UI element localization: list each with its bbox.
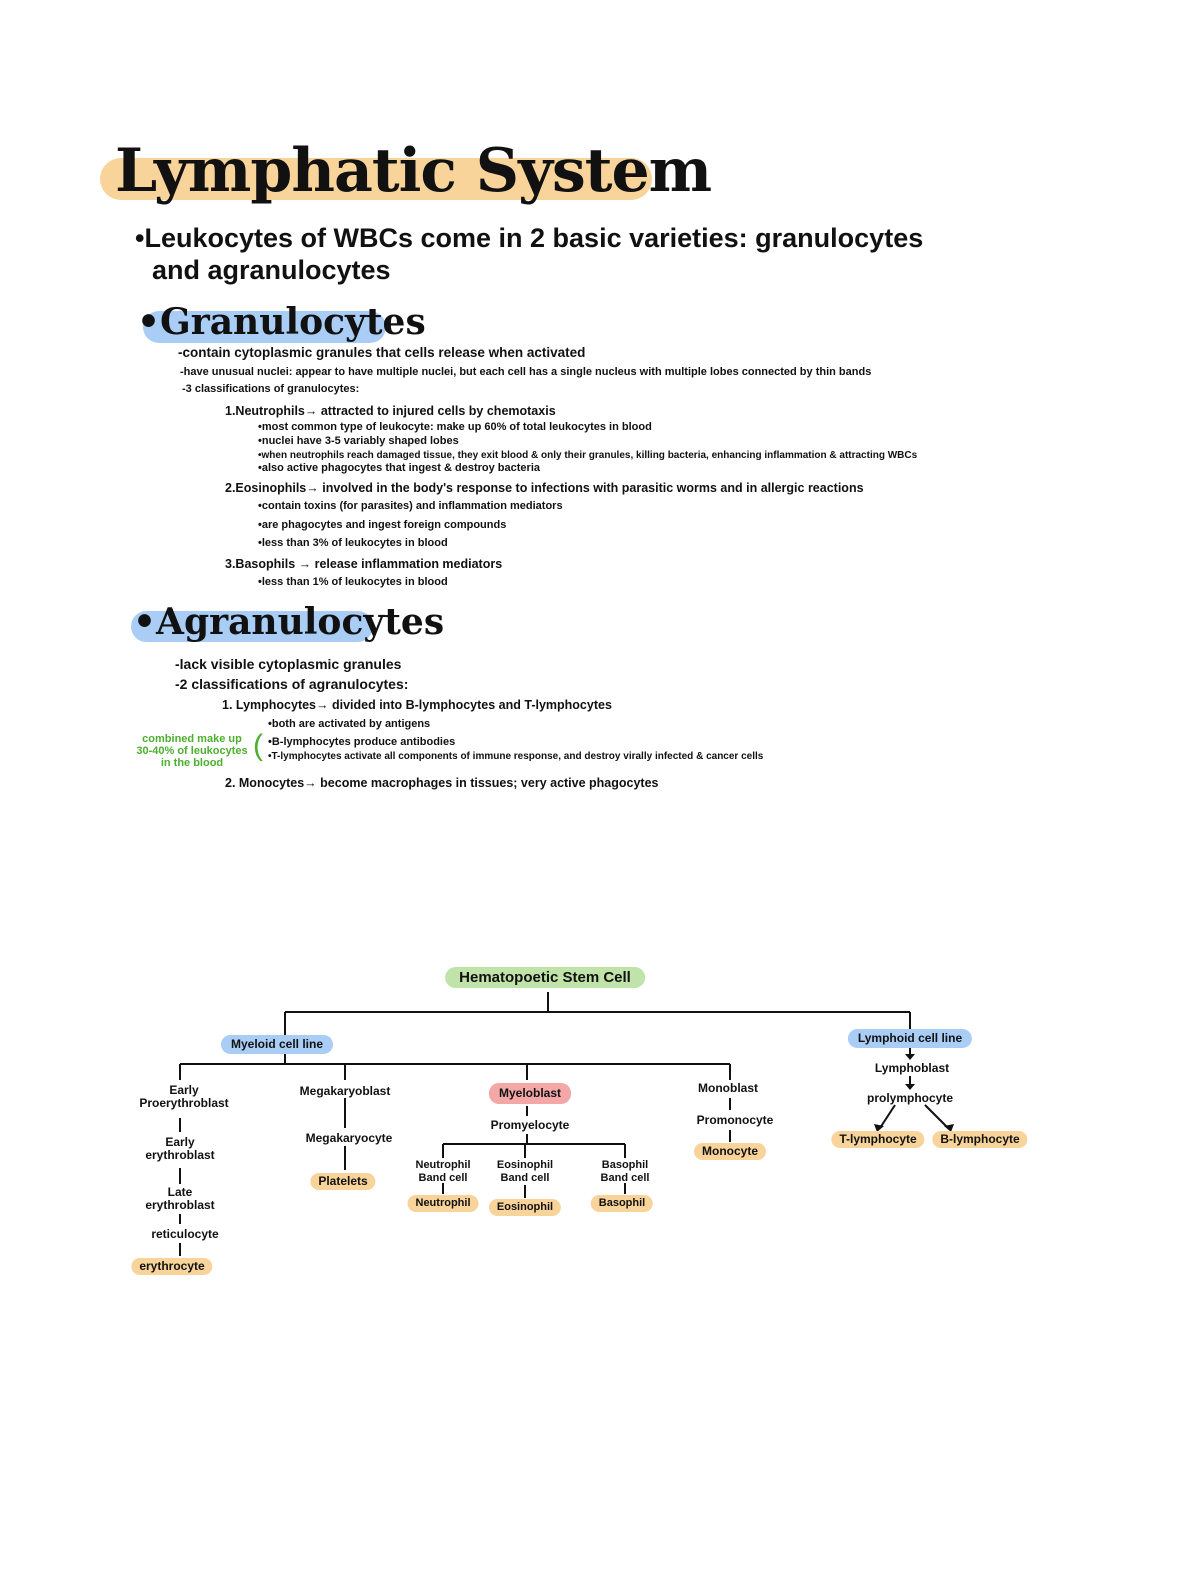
section-title-agranulocytes: •Agranulocytes xyxy=(133,601,445,643)
agranulocyte-point-1: -lack visible cytoplasmic granules xyxy=(175,656,402,672)
node-basophil: Basophil xyxy=(590,1195,654,1212)
lymphocytes-detail-1: •both are activated by antigens xyxy=(268,718,431,730)
lymphocytes-heading: 1. Lymphocytes→ divided into B-lymphocyt… xyxy=(222,698,612,712)
title-highlight xyxy=(100,158,652,200)
side-note-bracket: ( xyxy=(253,729,263,762)
side-note-line-1: combined make up xyxy=(142,733,242,745)
node-monoblast: Monoblast xyxy=(698,1081,758,1095)
granulocyte-point-2: -have unusual nuclei: appear to have mul… xyxy=(180,366,872,378)
page-title: Lymphatic System xyxy=(115,136,712,206)
node-myeloid-line: Myeloid cell line xyxy=(220,1035,334,1054)
node-erythrocyte: erythrocyte xyxy=(131,1258,213,1275)
node-platelets: Platelets xyxy=(310,1173,376,1190)
node-promonocyte: Promonocyte xyxy=(696,1113,774,1127)
granulocyte-point-3: -3 classifications of granulocytes: xyxy=(182,383,360,395)
neutrophils-detail-4: •also active phagocytes that ingest & de… xyxy=(258,462,540,474)
neutrophils-detail-2: •nuclei have 3-5 variably shaped lobes xyxy=(258,435,459,447)
node-eosinophil-band: Eosinophil Band cell xyxy=(496,1159,554,1184)
node-stem-cell: Hematopoetic Stem Cell xyxy=(445,967,645,988)
node-megakaryocyte: Megakaryocyte xyxy=(305,1131,393,1145)
granulocytes-heading: Granulocytes xyxy=(160,301,426,343)
eosinophils-heading: 2.Eosinophils→ involved in the body's re… xyxy=(225,481,864,495)
node-neutrophil: Neutrophil xyxy=(407,1195,479,1212)
node-megakaryoblast: Megakaryoblast xyxy=(299,1084,391,1098)
lymphocytes-detail-2: •B-lymphocytes produce antibodies xyxy=(268,736,456,748)
section-title-granulocytes: •Granulocytes xyxy=(137,301,426,343)
node-b-lymphocyte: B-lymphocyte xyxy=(932,1131,1028,1148)
granulocyte-point-1: -contain cytoplasmic granules that cells… xyxy=(178,345,586,360)
agranulocyte-point-2: -2 classifications of agranulocytes: xyxy=(175,676,409,692)
node-prolymphocyte: prolymphocyte xyxy=(866,1091,954,1105)
node-promyelocyte: Promyelocyte xyxy=(490,1118,570,1132)
lymphocyte-side-note: combined make up 30-40% of leukocytes in… xyxy=(128,733,256,769)
intro-line-2: and agranulocytes xyxy=(152,255,391,285)
node-t-lymphocyte: T-lymphocyte xyxy=(831,1131,925,1148)
neutrophils-detail-1: •most common type of leukocyte: make up … xyxy=(258,421,652,433)
node-myeloblast: Myeloblast xyxy=(488,1083,572,1104)
side-note-line-3: in the blood xyxy=(160,757,224,769)
basophils-heading: 3.Basophils → release inflammation media… xyxy=(225,557,503,571)
monocytes-heading: 2. Monocytes→ become macrophages in tiss… xyxy=(225,776,659,790)
intro-line-1: •Leukocytes of WBCs come in 2 basic vari… xyxy=(135,223,924,253)
granulocytes-highlight xyxy=(143,311,386,343)
eosinophils-detail-3: •less than 3% of leukocytes in blood xyxy=(258,537,448,549)
node-proerythroblast: Early Proerythroblast xyxy=(139,1083,229,1110)
node-eosinophil: Eosinophil xyxy=(488,1199,562,1216)
basophils-detail-1: •less than 1% of leukocytes in blood xyxy=(258,576,448,588)
node-lymphoblast: Lymphoblast xyxy=(874,1061,950,1075)
node-early-erythroblast: Early erythroblast xyxy=(145,1135,215,1162)
neutrophils-detail-3: •when neutrophils reach damaged tissue, … xyxy=(258,450,918,461)
side-note-line-2: 30-40% of leukocytes xyxy=(136,745,248,757)
node-neutrophil-band: Neutrophil Band cell xyxy=(415,1159,471,1184)
node-reticulocyte: reticulocyte xyxy=(151,1227,219,1241)
lymphocytes-detail-3: •T-lymphocytes activate all components o… xyxy=(268,751,764,762)
neutrophils-heading: 1.Neutrophils→ attracted to injured cell… xyxy=(225,404,556,418)
agranulocytes-highlight xyxy=(131,611,373,642)
node-lymphoid-line: Lymphoid cell line xyxy=(847,1029,973,1048)
node-late-erythroblast: Late erythroblast xyxy=(145,1185,215,1212)
node-monocyte: Monocyte xyxy=(693,1143,767,1160)
eosinophils-detail-1: •contain toxins (for parasites) and infl… xyxy=(258,500,563,512)
agranulocytes-heading: Agranulocytes xyxy=(156,601,445,643)
eosinophils-detail-2: •are phagocytes and ingest foreign compo… xyxy=(258,519,507,531)
node-basophil-band: Basophil Band cell xyxy=(600,1159,650,1184)
